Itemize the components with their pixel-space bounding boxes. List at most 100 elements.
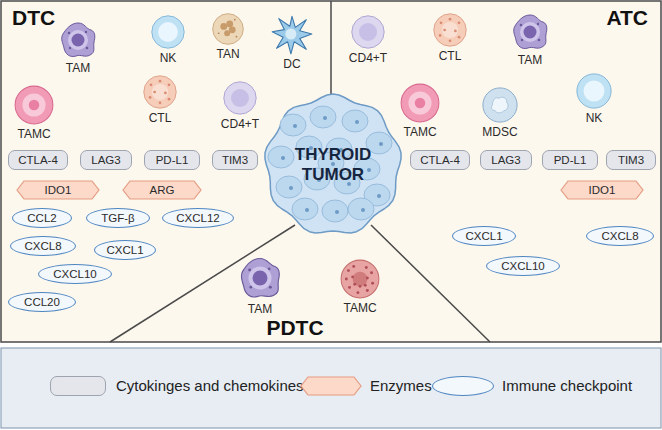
shape-part (241, 258, 279, 297)
chemokine-ellipse: CXCL10 (38, 264, 112, 284)
shape-part (353, 272, 368, 287)
enzyme-hexagon: ARG (122, 180, 202, 200)
shape-part (17, 181, 99, 199)
chemokine-ellipse: CCL2 (12, 208, 72, 228)
shape-part (584, 81, 605, 102)
shape-part (152, 84, 168, 100)
panel-title: PDTC (130, 316, 460, 340)
cell-label: CTL (128, 111, 192, 125)
chemokine-ellipse: CXCL8 (586, 226, 654, 246)
cell-drawing (58, 20, 98, 60)
shape-part (69, 47, 71, 49)
shape-part (68, 32, 71, 35)
shape-part (348, 198, 374, 220)
checkpoint-label: LAG3 (491, 154, 520, 166)
shape-part (364, 284, 367, 287)
cell-drawing (150, 14, 186, 50)
region-panel: PDTCTAM TAMC (130, 250, 460, 342)
cell-icon: TAMC (2, 84, 66, 141)
cell-label: TAMC (2, 127, 66, 141)
enzyme-hexagon: IDO1 (560, 180, 644, 200)
enzyme-label: ARG (150, 184, 175, 196)
shape-part (268, 267, 271, 270)
legend-label: Enzymes (370, 377, 432, 394)
chemokine-label: CXCL10 (501, 260, 544, 272)
shape-part (249, 286, 252, 289)
legend-swatch (432, 376, 494, 396)
cell-drawing (510, 12, 550, 52)
shape-part (359, 285, 362, 288)
cell-label: TAMC (328, 301, 392, 315)
shape-part (491, 97, 508, 113)
shape-part (442, 22, 458, 38)
shape-part (159, 80, 162, 83)
shape-part (323, 116, 327, 120)
shape-part (224, 82, 256, 114)
checkpoint-label: TIM3 (222, 154, 248, 166)
cell-icon: NK (136, 14, 200, 65)
shape-part (371, 282, 374, 285)
shape-part (439, 34, 442, 37)
chemokine-label: CXCL8 (24, 240, 61, 252)
chemokine-label: CXCL12 (176, 212, 219, 224)
checkpoint-label: CTLA-4 (420, 154, 460, 166)
chemokine-label: CXCL10 (53, 268, 96, 280)
legend-label: Cytokinges and chemokines (116, 377, 304, 394)
shape-part (164, 92, 167, 95)
panel-title: ATC (606, 6, 648, 30)
cell-drawing (350, 14, 386, 50)
shape-part (520, 22, 540, 42)
shape-part (415, 98, 426, 109)
shape-part (377, 194, 381, 198)
shape-part (218, 32, 220, 34)
shape-part (370, 271, 373, 274)
checkpoint-label: CTLA-4 (18, 154, 58, 166)
cell-drawing (237, 255, 283, 301)
shape-part (168, 83, 171, 86)
chemokine-label: CXCL1 (465, 230, 502, 242)
shape-part (268, 146, 294, 168)
cell-icon: NK (562, 72, 626, 125)
shape-part (269, 286, 272, 289)
shape-part (355, 120, 359, 124)
chemokine-ellipse: CXCL10 (486, 256, 560, 276)
panel-frame (1, 1, 661, 342)
shape-part (561, 181, 643, 199)
checkpoint-label: PD-L1 (554, 154, 587, 166)
legend-swatch (50, 376, 106, 396)
shape-part (365, 266, 368, 269)
cell-icon: DC (260, 12, 324, 71)
shape-part (345, 278, 348, 281)
legend-label: Immune checkpoint (502, 377, 632, 394)
shape-part (359, 23, 377, 41)
chemokine-ellipse: CXCL8 (10, 236, 76, 256)
shape-part (443, 29, 446, 32)
cell-label: NK (136, 51, 200, 65)
cell-drawing (575, 72, 613, 110)
shape-part (149, 96, 152, 99)
shape-part (144, 76, 176, 108)
cell-icon: TAN (196, 12, 260, 61)
cell-label: CD4+T (208, 117, 272, 131)
shape-part (152, 16, 184, 48)
shape-part (434, 14, 466, 46)
shape-part (15, 86, 53, 124)
cell-label: TAM (228, 302, 292, 316)
shape-part (158, 22, 178, 42)
checkpoint-label: LAG3 (91, 154, 120, 166)
cell-drawing (399, 82, 441, 124)
shape-part (220, 23, 227, 30)
shape-part (22, 93, 45, 116)
shape-part (293, 124, 297, 128)
tumor-mass: THYROID TUMOR (262, 92, 404, 238)
shape-part (281, 156, 285, 160)
cell-label: CD4+T (336, 51, 400, 65)
shape-part (537, 23, 539, 25)
cell-drawing (270, 12, 314, 56)
chemokine-ellipse: TGF-β (86, 208, 150, 228)
shape-part (352, 265, 355, 268)
shape-part (272, 16, 312, 53)
checkpoint-label: PD-L1 (156, 154, 189, 166)
shape-part (285, 29, 296, 40)
